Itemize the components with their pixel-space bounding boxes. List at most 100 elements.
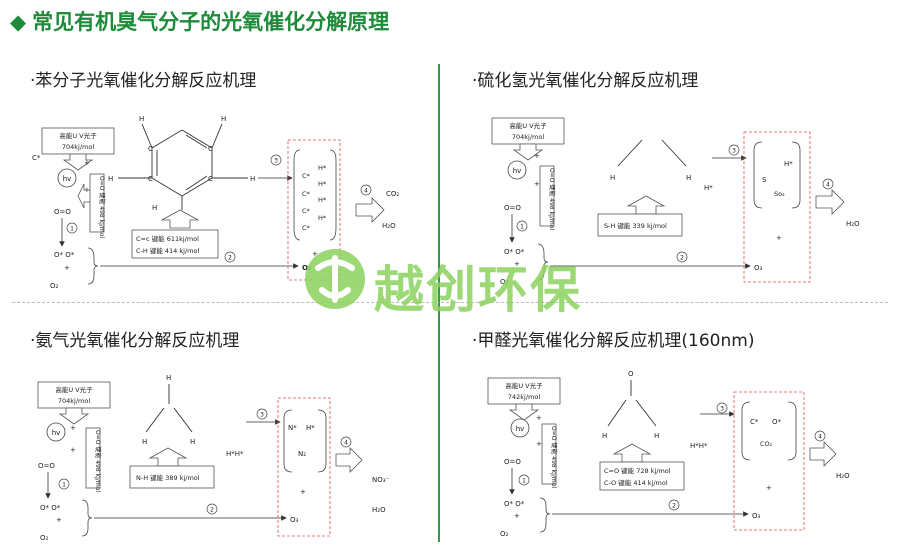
- svg-text:+: +: [64, 264, 70, 272]
- svg-text:3: 3: [732, 148, 736, 155]
- svg-text:CO₂: CO₂: [760, 440, 773, 448]
- svg-text:C*: C*: [302, 207, 311, 215]
- svg-text:O=O 键能 498 kJ/mol: O=O 键能 498 kJ/mol: [94, 430, 102, 492]
- svg-text:4: 4: [826, 182, 830, 189]
- svg-text:H: H: [190, 438, 195, 446]
- c-radical: C*: [32, 154, 41, 162]
- hv-label: hv: [63, 175, 72, 183]
- svg-text:高能U V光子: 高能U V光子: [505, 381, 543, 390]
- svg-text:H*: H*: [306, 424, 315, 432]
- oo-bond-label: O=O 键能 498 kJ/mol: [98, 176, 106, 238]
- brand-name: 越创环保: [374, 261, 582, 319]
- svg-text:1: 1: [70, 226, 74, 233]
- svg-text:O* O*: O* O*: [40, 504, 61, 512]
- panel-title-hcho: ·甲醛光氧催化分解反应机理(160nm): [472, 331, 755, 351]
- diamond-bullet-icon: ◆: [10, 10, 27, 34]
- svg-text:+: +: [766, 484, 772, 492]
- photon-label: 高能U V光子: [59, 131, 97, 140]
- svg-text:O=O: O=O: [504, 204, 521, 212]
- svg-text:H*: H*: [704, 184, 713, 192]
- svg-text:C: C: [148, 145, 153, 153]
- svg-text:O₂: O₂: [500, 530, 509, 538]
- svg-text:1: 1: [522, 478, 526, 485]
- svg-text:C*: C*: [750, 418, 759, 426]
- svg-text:+: +: [514, 260, 520, 268]
- svg-text:4: 4: [344, 440, 348, 447]
- vertical-divider: [438, 64, 440, 542]
- svg-text:O: O: [628, 370, 634, 378]
- o3-label: O₃: [302, 264, 311, 272]
- svg-text:2: 2: [210, 507, 214, 514]
- right-arrow-icon: [335, 447, 363, 473]
- svg-text:H₂O: H₂O: [836, 472, 850, 480]
- svg-text:H*H*: H*H*: [690, 442, 708, 450]
- svg-text:So₂: So₂: [774, 190, 785, 198]
- svg-text:H: H: [654, 432, 659, 440]
- svg-text:+: +: [514, 512, 520, 520]
- up-arrow-icon: [148, 447, 188, 467]
- svg-text:N-H 键能 389 kj/mol: N-H 键能 389 kj/mol: [136, 473, 200, 482]
- svg-text:O=O 键能 498 kJ/mol: O=O 键能 498 kJ/mol: [548, 168, 556, 230]
- svg-text:高能U V光子: 高能U V光子: [55, 385, 93, 394]
- svg-text:O* O*: O* O*: [504, 500, 525, 508]
- svg-text:+: +: [534, 180, 540, 188]
- svg-text:3: 3: [720, 406, 724, 413]
- down-arrow-icon: [508, 403, 540, 421]
- svg-text:+: +: [536, 440, 542, 448]
- svg-text:1: 1: [62, 482, 66, 489]
- svg-text:H*: H*: [784, 160, 793, 168]
- svg-text:+: +: [300, 488, 306, 496]
- svg-text:S: S: [762, 176, 767, 184]
- svg-text:C=O 键能 728 kj/mol: C=O 键能 728 kj/mol: [604, 466, 671, 475]
- svg-text:O* O*: O* O*: [504, 248, 525, 256]
- svg-text:H: H: [250, 175, 255, 183]
- svg-text:H: H: [139, 115, 144, 123]
- right-arrow-icon: [815, 189, 845, 215]
- svg-text:H: H: [142, 438, 147, 446]
- svg-text:2: 2: [228, 255, 232, 262]
- svg-text:H: H: [108, 175, 113, 183]
- svg-text:NO₃⁻: NO₃⁻: [372, 476, 390, 484]
- o2-label: O₂: [50, 282, 59, 290]
- svg-text:C*: C*: [302, 172, 311, 180]
- up-arrow-icon: [612, 443, 652, 463]
- panel-title-nh3: ·氨气光氧催化分解反应机理: [30, 331, 240, 351]
- hv-circle: [57, 168, 77, 188]
- o-radicals: O* O*: [54, 251, 75, 259]
- svg-text:+: +: [70, 446, 76, 454]
- svg-text:H: H: [686, 174, 691, 182]
- svg-text:N*: N*: [288, 424, 297, 432]
- photon-energy: 704kj/mol: [62, 143, 94, 151]
- svg-text:H*: H*: [318, 214, 327, 222]
- svg-text:H: H: [610, 174, 615, 182]
- svg-text:O=O: O=O: [38, 462, 55, 470]
- down-arrow-icon: [62, 153, 94, 171]
- svg-text:C=c 键能 611kj/mol: C=c 键能 611kj/mol: [136, 234, 199, 243]
- svg-text:H₂O: H₂O: [372, 506, 386, 514]
- svg-text:C: C: [208, 145, 213, 153]
- svg-text:2: 2: [672, 503, 676, 510]
- svg-text:3: 3: [274, 158, 278, 165]
- svg-text:1: 1: [520, 224, 524, 231]
- o2-molecule: O=O: [54, 208, 71, 216]
- svg-text:O=O 键能 498 kJ/mol: O=O 键能 498 kJ/mol: [550, 426, 558, 488]
- svg-text:4: 4: [364, 188, 368, 195]
- svg-text:H₂O: H₂O: [382, 222, 396, 230]
- svg-text:704kj/mol: 704kj/mol: [58, 397, 90, 405]
- nh3-diagram: 高能U V光子 704kj/mol hv + + O=O 键能 498 kJ/m…: [37, 374, 390, 542]
- hcho-diagram: 高能U V光子 742kj/mol hv + + O=O 键能 498 kJ/m…: [487, 370, 850, 538]
- h2s-diagram: 高能U V光子 704kj/mol hv + + O=O 键能 498 kJ/m…: [491, 117, 860, 286]
- plus-sign: +: [84, 159, 90, 167]
- up-arrow-icon: [626, 195, 666, 215]
- svg-text:3: 3: [260, 412, 264, 419]
- svg-text:C*: C*: [302, 190, 311, 198]
- svg-text:CO₂: CO₂: [386, 190, 399, 198]
- svg-text:H*H*: H*H*: [226, 450, 244, 458]
- down-arrow-icon: [58, 407, 90, 425]
- svg-text:H*: H*: [318, 180, 327, 188]
- svg-text:+: +: [776, 234, 782, 242]
- svg-text:C*: C*: [302, 224, 311, 232]
- right-arrow-icon: [809, 441, 837, 467]
- svg-text:+: +: [534, 152, 540, 160]
- svg-text:O₃: O₃: [752, 512, 761, 520]
